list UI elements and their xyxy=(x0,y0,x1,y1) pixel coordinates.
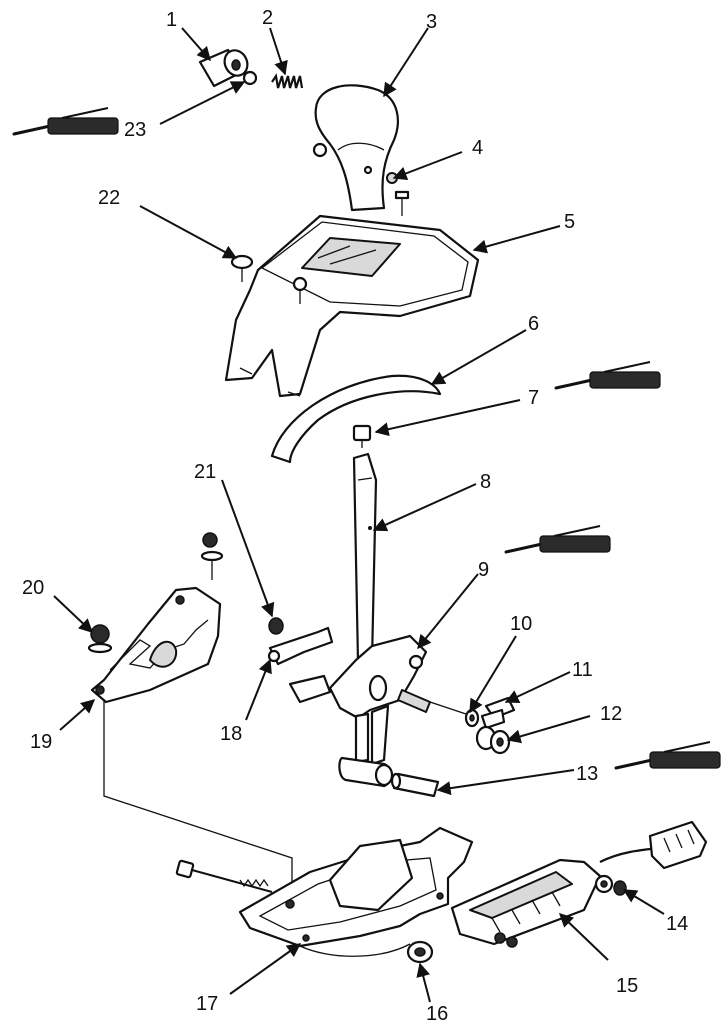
callout-1: 1 xyxy=(166,9,177,31)
callout-9: 9 xyxy=(478,559,489,581)
part-22-screw xyxy=(230,254,254,282)
part-8-lever-shaft xyxy=(352,452,378,664)
callout-8: 8 xyxy=(480,471,491,493)
callout-18: 18 xyxy=(220,723,242,745)
part-9-lever-bracket xyxy=(288,634,467,720)
callout-20: 20 xyxy=(22,577,44,599)
callout-6: 6 xyxy=(528,313,539,335)
part-6-slide-cover xyxy=(270,374,442,464)
part-lever-stem xyxy=(338,704,394,788)
part-long-bolt xyxy=(175,859,273,893)
callout-2: 2 xyxy=(262,7,273,29)
part-13-pin xyxy=(390,772,440,798)
part-19-detent-plate xyxy=(90,586,222,704)
callout-10: 10 xyxy=(510,613,532,635)
grease-gun-icon xyxy=(12,107,119,136)
part-14-washer xyxy=(613,880,627,896)
part-20-bolt xyxy=(87,624,113,654)
callout-11: 11 xyxy=(572,659,593,681)
part-3-shift-knob xyxy=(312,84,399,212)
leader-lines xyxy=(53,27,665,1003)
part-21-nut xyxy=(268,617,284,635)
part-10-washer xyxy=(464,708,480,728)
callout-12: 12 xyxy=(600,703,622,725)
part-11-clip xyxy=(480,696,516,730)
callout-numbers: 1 2 3 4 5 6 7 8 9 10 11 12 13 14 15 16 1… xyxy=(22,7,688,1025)
callout-16: 16 xyxy=(426,1003,448,1025)
callout-7: 7 xyxy=(528,387,539,409)
callout-3: 3 xyxy=(426,11,437,33)
part-7-bolt xyxy=(352,424,372,448)
callout-5: 5 xyxy=(564,211,575,233)
callout-4: 4 xyxy=(472,137,483,159)
grease-gun-icon xyxy=(504,525,611,554)
part-17-base-plate xyxy=(238,826,474,957)
grease-gun-icon xyxy=(554,361,661,390)
callout-17: 17 xyxy=(196,993,218,1015)
callout-15: 15 xyxy=(616,975,638,997)
callout-13: 13 xyxy=(576,763,598,785)
grease-gun-icon xyxy=(614,741,721,770)
callout-14: 14 xyxy=(666,913,688,935)
part-15-control-module xyxy=(450,846,661,948)
part-23-ring xyxy=(242,70,258,86)
part-12-bushing xyxy=(475,725,511,755)
part-2-spring xyxy=(271,73,304,89)
callout-23: 23 xyxy=(124,119,146,141)
part-connector xyxy=(648,820,708,870)
part-18-link xyxy=(267,626,334,666)
part-5-console-cover xyxy=(224,214,480,398)
part-16-nut xyxy=(406,940,434,964)
assembly-guide-line xyxy=(103,700,293,900)
callout-22: 22 xyxy=(98,187,120,209)
callout-19: 19 xyxy=(30,731,52,753)
part-4-screw xyxy=(386,172,410,216)
part-20b-bolt xyxy=(200,532,224,580)
callout-21: 21 xyxy=(194,461,216,483)
